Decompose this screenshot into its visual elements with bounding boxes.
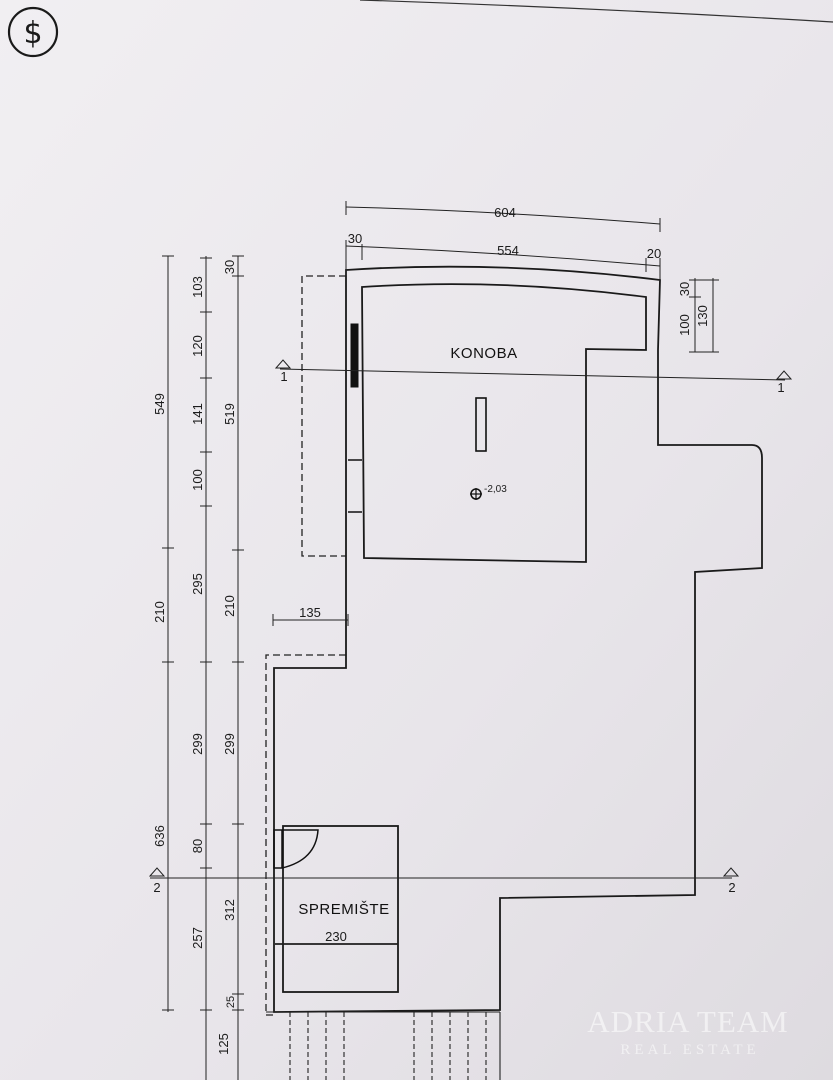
section-2-left-label: 2 [153,880,160,895]
dim-right-130: 130 [695,305,710,327]
dim-left-210: 210 [152,601,167,623]
section-1-right-label: 1 [777,380,784,395]
dim-inner-210: 210 [222,595,237,617]
dim-corridor: 135 [299,605,321,620]
dim-inner-30: 30 [222,260,237,274]
level-marker-icon [470,488,482,500]
stairs [266,1011,501,1080]
watermark-line2: REAL ESTATE [620,1042,759,1058]
dim-mid-125: 125 [216,1033,231,1055]
section-2-right-label: 2 [728,880,735,895]
section-line-2: 2 2 [148,867,740,895]
dim-top-total: 604 [494,205,516,220]
room-label-konoba: KONOBA [450,345,517,362]
dim-top-right-wall: 20 [647,246,661,261]
dim-mid-103: 103 [190,276,205,298]
dim-inner-519: 519 [222,403,237,425]
dim-mid-120: 120 [190,335,205,357]
dim-mid-257: 257 [190,927,205,949]
dim-top-left-wall: 30 [348,231,362,246]
level-mark-value: -2,03 [484,484,507,495]
dim-top-inner: 554 [497,243,519,258]
dim-storage-width: 230 [325,929,347,944]
dimension-lines-left [162,255,244,1080]
dimension-lines-right [689,278,719,353]
dollar-logo-icon: $ [7,6,59,58]
dim-mid-141: 141 [190,403,205,425]
dimension-lines-top [272,201,661,945]
dim-mid-295: 295 [190,573,205,595]
dim-mid-299: 299 [190,733,205,755]
dim-inner-312: 312 [222,899,237,921]
dim-right-100: 100 [677,314,692,336]
watermark: ADRIA TEAM REAL ESTATE [587,1004,788,1058]
dim-left-636: 636 [152,825,167,847]
dim-right-30: 30 [677,282,692,296]
section-1-left-label: 1 [280,369,287,384]
page-edge-line [359,0,833,23]
watermark-line1: ADRIA TEAM [587,1004,788,1039]
section-line-1: 1 1 [274,359,793,395]
dim-inner-25: 25 [225,996,237,1008]
dim-left-549: 549 [152,393,167,415]
storage-door-icon [273,829,319,869]
wall-openings [348,323,487,513]
dim-mid-100: 100 [190,469,205,491]
dim-inner-299: 299 [222,733,237,755]
dashed-outline [265,275,346,1016]
logo-glyph: $ [23,16,42,51]
dim-mid-80: 80 [190,839,205,853]
room-label-spremiste: SPREMIŠTE [298,901,389,918]
